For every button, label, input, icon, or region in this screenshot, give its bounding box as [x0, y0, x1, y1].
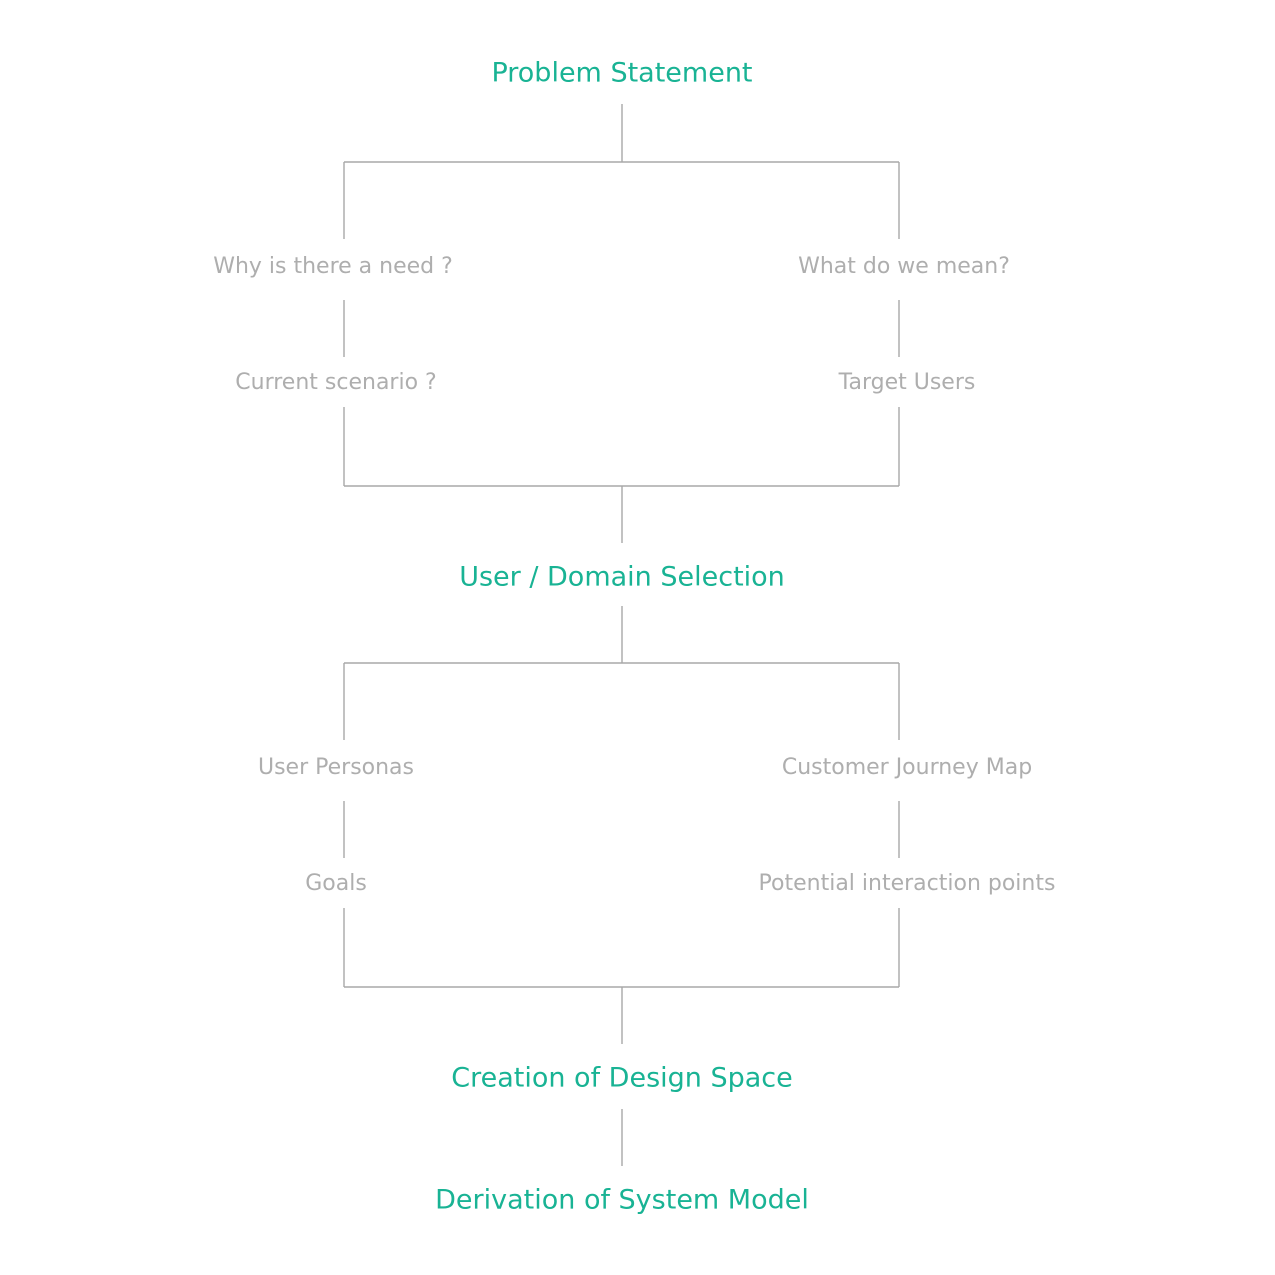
- why-need-label: Why is there a need ?: [213, 254, 453, 279]
- creation-design-space-title: Creation of Design Space: [451, 1062, 793, 1094]
- goals-label: Goals: [305, 871, 367, 896]
- current-scenario-label: Current scenario ?: [235, 370, 437, 395]
- what-mean-label: What do we mean?: [798, 254, 1010, 279]
- potential-interaction-points-label: Potential interaction points: [758, 871, 1056, 896]
- customer-journey-map-label: Customer Journey Map: [781, 755, 1033, 780]
- user-domain-selection-title: User / Domain Selection: [459, 561, 785, 593]
- user-personas-label: User Personas: [257, 755, 415, 780]
- problem-statement-title: Problem Statement: [491, 57, 753, 89]
- target-users-label: Target Users: [838, 370, 976, 395]
- derivation-system-model-title: Derivation of System Model: [435, 1184, 809, 1216]
